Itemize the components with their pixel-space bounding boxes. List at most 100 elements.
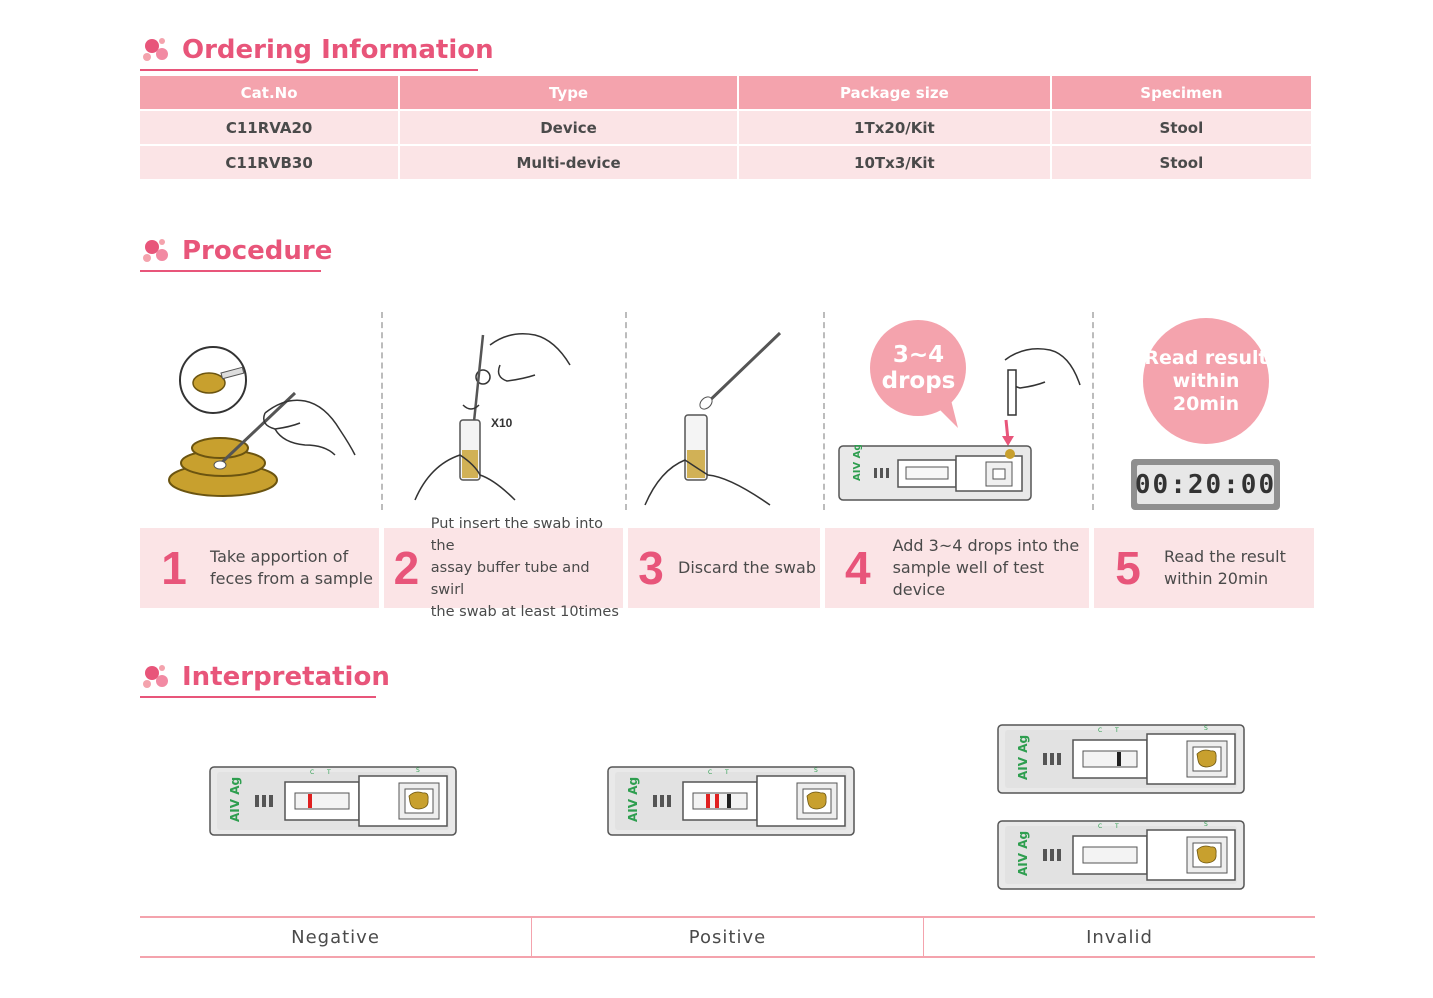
step-line: Add 3~4 drops into the — [892, 536, 1080, 555]
dropper-hand-illustration — [1002, 348, 1081, 446]
step-4: 4 Add 3~4 drops into the sample well of … — [825, 528, 1089, 608]
procedure-title: Procedure — [140, 234, 333, 272]
step-text: Add 3~4 drops into the sample well of te… — [893, 535, 1089, 601]
header-package-size: Package size — [738, 76, 1050, 111]
read-result-bubble: Read result within 20min — [1143, 318, 1269, 444]
s-mark: S — [1204, 821, 1208, 828]
bubbles-icon — [143, 665, 168, 688]
step-number: 2 — [393, 542, 420, 594]
step-5: 5 Read the result within 20min — [1094, 528, 1314, 608]
invalid-device-2: AIV Ag C T S — [997, 820, 1245, 890]
result-line — [706, 794, 710, 808]
header-type: Type — [400, 76, 737, 111]
step-text: Take apportion of feces from a sample — [210, 546, 373, 590]
cell-package-size: 1Tx20/Kit — [738, 111, 1050, 146]
timer-screen: 00:20:00 — [1135, 465, 1274, 504]
step-divider — [823, 312, 825, 510]
drops-bubble-line: 3~4 — [892, 342, 945, 368]
result-line — [308, 794, 312, 808]
step-line: sample well of test device — [892, 558, 1044, 599]
step-line: Read the result — [1164, 547, 1286, 566]
t-mark: T — [326, 769, 331, 776]
drops-bubble-shape — [870, 320, 966, 428]
header-cat-no: Cat.No — [140, 76, 399, 111]
step-text: Discard the swab — [678, 557, 816, 579]
step-number: 3 — [638, 542, 664, 594]
cell-type: Device — [400, 111, 737, 146]
discard-swab-illustration — [644, 331, 782, 506]
table-row: C11RVB30 Multi-device 10Tx3/Kit Stool — [140, 146, 1311, 181]
interpretation-title-text: Interpretation — [182, 662, 390, 692]
c-mark: C — [708, 769, 712, 776]
table-header-row: Cat.No Type Package size Specimen — [140, 76, 1311, 111]
cell-package-size: 10Tx3/Kit — [738, 146, 1050, 181]
label-invalid: Invalid — [1086, 926, 1153, 948]
step-line: Put insert the swab into the — [430, 516, 603, 554]
t-mark: T — [1114, 727, 1119, 734]
step-line: feces from a sample — [210, 569, 373, 588]
c-mark: C — [310, 769, 314, 776]
positive-device: AIV Ag C T S — [607, 766, 855, 836]
procedure-underline — [140, 270, 321, 272]
step-line: the swab at least 10times — [430, 604, 619, 620]
interpretation-labels: Negative Positive Invalid — [140, 916, 1315, 958]
s-mark: S — [814, 767, 818, 774]
result-line — [727, 794, 731, 808]
step-3: 3 Discard the swab — [628, 528, 820, 608]
step-text: Read the result within 20min — [1164, 546, 1286, 590]
header-specimen: Specimen — [1051, 76, 1311, 111]
result-line — [715, 794, 719, 808]
svg-text:AIV Ag: AIV Ag — [852, 445, 863, 481]
device-label: AIV Ag — [1016, 735, 1030, 780]
device-label: AIV Ag — [1016, 831, 1030, 876]
step-line: assay buffer tube and swirl — [430, 560, 590, 598]
swirl-swab-illustration: X10 — [414, 333, 571, 501]
step-line: within 20min — [1164, 569, 1269, 588]
table-row: C11RVA20 Device 1Tx20/Kit Stool — [140, 111, 1311, 146]
step-1: 1 Take apportion of feces from a sample — [140, 528, 379, 608]
t-mark: T — [724, 769, 729, 776]
s-mark: S — [416, 767, 420, 774]
invalid-device-1: AIV Ag C T S — [997, 724, 1245, 794]
ordering-table: Cat.No Type Package size Specimen C11RVA… — [138, 76, 1313, 181]
negative-device: AIV Ag C T S — [209, 766, 457, 836]
drops-bubble-line: drops — [881, 368, 956, 394]
device-label: AIV Ag — [626, 777, 640, 822]
step-line: Take apportion of — [210, 547, 349, 566]
cell-cat-no: C11RVB30 — [140, 146, 399, 181]
ordering-underline — [140, 69, 478, 71]
c-mark: C — [1098, 823, 1102, 830]
step-2: 2 Put insert the swab into the assay buf… — [384, 516, 623, 620]
bubbles-icon — [143, 38, 168, 61]
interpretation-underline — [140, 696, 376, 698]
cell-cat-no: C11RVA20 — [140, 111, 399, 146]
step-number: 5 — [1115, 542, 1141, 594]
step-divider — [1092, 312, 1094, 510]
t-mark: T — [1114, 823, 1119, 830]
ordering-title-text: Ordering Information — [182, 35, 494, 65]
s-mark: S — [1204, 725, 1208, 732]
step-number: 1 — [161, 542, 187, 594]
read-bubble-line: Read result — [1144, 346, 1268, 369]
drops-bubble: 3~4 drops — [866, 320, 971, 416]
device-label: AIV Ag — [228, 777, 242, 822]
x10-label: X10 — [491, 416, 513, 430]
label-positive: Positive — [532, 918, 924, 956]
bubbles-icon — [143, 239, 168, 262]
timer-display: 00:20:00 — [1131, 459, 1280, 510]
step-line: Discard the swab — [678, 558, 816, 577]
step-divider — [625, 312, 627, 510]
step-text: Put insert the swab into the assay buffe… — [431, 513, 623, 623]
stool-sample-illustration — [168, 346, 356, 497]
step-divider — [381, 312, 383, 510]
result-line — [1117, 752, 1121, 766]
step-number: 4 — [844, 542, 871, 594]
test-device-icon: AIV Ag — [838, 445, 1032, 501]
read-bubble-line: within — [1172, 369, 1240, 392]
procedure-title-text: Procedure — [182, 236, 333, 266]
ordering-title: Ordering Information — [140, 33, 494, 71]
interpretation-title: Interpretation — [140, 660, 390, 698]
cell-specimen: Stool — [1051, 111, 1311, 146]
cell-specimen: Stool — [1051, 146, 1311, 181]
label-negative: Negative — [140, 918, 532, 956]
